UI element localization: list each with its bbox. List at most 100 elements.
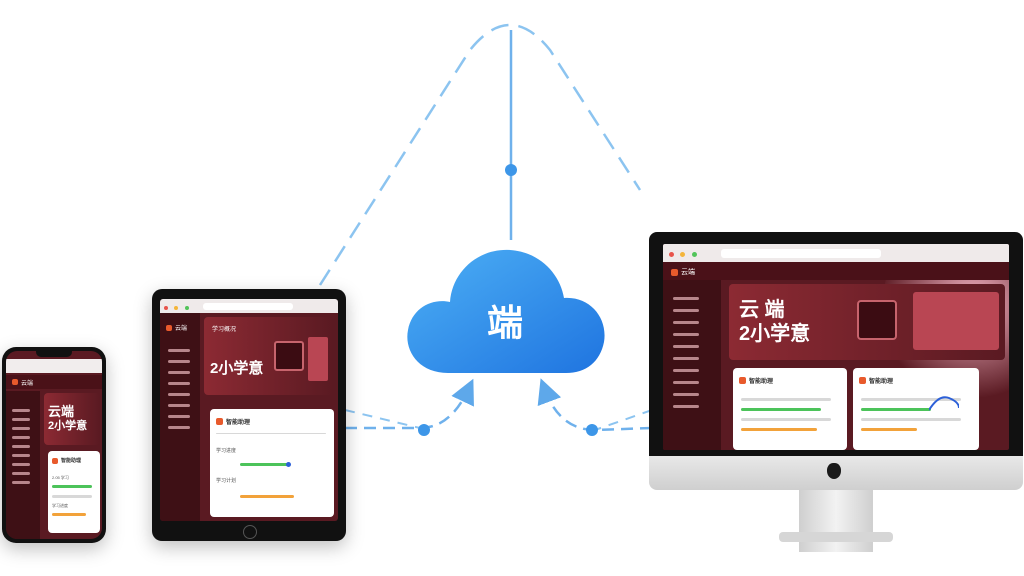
url-bar[interactable] (202, 302, 293, 310)
phone-card: 智能助理 2.05 学习 学习进度 (48, 451, 100, 533)
progress-bar-green (741, 408, 821, 411)
phone-row-label-1: 2.05 学习 (52, 475, 69, 480)
monitor-topbar: 云端 (663, 262, 1009, 280)
sidebar-item[interactable] (12, 436, 30, 439)
hero-illustration (857, 300, 897, 340)
mini-line-chart (929, 396, 959, 411)
tablet-sidebar: 云端 (160, 313, 200, 521)
left-node (418, 424, 430, 436)
sidebar-item[interactable] (12, 481, 30, 484)
monitor-hero-title-2: 2小学意 (739, 323, 811, 345)
tablet-hero: 学习概况 2小学意 (204, 317, 334, 395)
monitor-card2-title: 智能助理 (869, 379, 894, 385)
top-node (505, 164, 517, 176)
card-logo-icon (52, 457, 58, 464)
phone-card-title: 智能助理 (61, 458, 82, 464)
card-logo-icon (216, 418, 223, 425)
sidebar-item[interactable] (12, 427, 30, 430)
sidebar-item[interactable] (168, 393, 190, 396)
sidebar-item[interactable] (673, 309, 699, 312)
left-connector (345, 378, 474, 430)
sidebar-item[interactable] (168, 404, 190, 407)
tablet-hero-subtitle: 学习概况 (212, 327, 237, 333)
sidebar-item[interactable] (673, 357, 699, 360)
monitor-sidebar (663, 280, 721, 450)
sidebar-item[interactable] (673, 405, 699, 408)
sidebar-item[interactable] (673, 333, 699, 336)
min-dot[interactable] (680, 252, 686, 257)
phone-hero-title-2: 2小学意 (48, 420, 88, 432)
monitor-hero-title-1: 云 端 (739, 299, 785, 321)
tablet-hero-title: 2小学意 (210, 360, 264, 377)
logo-icon (12, 379, 18, 385)
tablet-logo-text: 云端 (175, 326, 188, 332)
top-dashed-arc (318, 23, 642, 286)
monitor-base (779, 532, 893, 542)
sidebar-item[interactable] (673, 393, 699, 396)
progress-bar-green (240, 463, 290, 466)
progress-bar-orange (240, 495, 294, 498)
tablet-device: 云端 学习概况 2小学意 智能助理 (152, 289, 346, 541)
phone-hero: 云端 2小学意 (44, 393, 100, 445)
progress-bar-green (52, 485, 92, 488)
sidebar-item[interactable] (673, 369, 699, 372)
card-logo-icon (739, 377, 746, 384)
cloud-icon: 端 (400, 238, 612, 378)
logo-icon (671, 268, 678, 276)
right-node (586, 424, 598, 436)
apple-logo-icon (827, 463, 841, 479)
phone-row-label-2: 学习进度 (52, 503, 68, 508)
cloud-label: 端 (486, 302, 525, 343)
phone-sidebar (6, 391, 40, 539)
tablet-home-button[interactable] (243, 525, 257, 539)
sidebar-item[interactable] (12, 418, 30, 421)
tablet-card: 智能助理 学习进度 学习计划 (210, 409, 334, 517)
monitor-screen: 云端 云 端 2小学意 (663, 244, 1009, 450)
phone-screen: 云端 云端 2小学意 智能助理 2.05 学习 (6, 351, 102, 539)
sidebar-item[interactable] (168, 349, 190, 352)
sidebar-item[interactable] (168, 371, 190, 374)
close-dot[interactable] (164, 306, 168, 310)
progress-bar-orange (741, 428, 817, 431)
monitor-browser-bar (663, 244, 1009, 262)
phone-hero-title-1: 云端 (48, 404, 75, 419)
hero-illustration (274, 341, 304, 371)
sidebar-item[interactable] (12, 409, 30, 412)
progress-bar-green (861, 408, 931, 411)
phone-logo-text: 云端 (21, 380, 34, 387)
tablet-row-label-1: 学习进度 (216, 448, 237, 454)
sidebar-item[interactable] (168, 426, 190, 429)
max-dot[interactable] (691, 252, 697, 257)
phone-notch (36, 351, 72, 357)
sidebar-item[interactable] (673, 321, 699, 324)
sidebar-item[interactable] (673, 381, 699, 384)
tablet-card-title: 智能助理 (226, 420, 251, 426)
sidebar-item[interactable] (12, 445, 30, 448)
monitor-card1-title: 智能助理 (749, 379, 774, 385)
min-dot[interactable] (174, 306, 179, 310)
sidebar-item[interactable] (12, 472, 30, 475)
sidebar-item[interactable] (168, 382, 190, 385)
hero-panel (913, 292, 999, 350)
monitor-device: 云端 云 端 2小学意 (649, 232, 1023, 576)
max-dot[interactable] (184, 306, 189, 310)
sidebar-item[interactable] (168, 415, 190, 418)
card-logo-icon (859, 377, 866, 384)
monitor-hero: 云 端 2小学意 (729, 284, 1005, 360)
sidebar-item[interactable] (12, 454, 30, 457)
sidebar-item[interactable] (673, 297, 699, 300)
sidebar-item[interactable] (168, 360, 190, 363)
phone-header: 云端 (6, 375, 102, 389)
sidebar-item[interactable] (12, 463, 30, 466)
hero-panel (308, 337, 328, 381)
phone-device: 云端 云端 2小学意 智能助理 2.05 学习 (2, 347, 106, 543)
progress-bar-orange (52, 513, 86, 516)
sidebar-item[interactable] (673, 345, 699, 348)
progress-bar-orange (861, 428, 917, 431)
close-dot[interactable] (669, 252, 674, 257)
tablet-browser-bar (160, 299, 338, 313)
tablet-row-label-2: 学习计划 (216, 478, 237, 484)
right-connector (537, 378, 653, 432)
url-bar[interactable] (720, 248, 881, 258)
